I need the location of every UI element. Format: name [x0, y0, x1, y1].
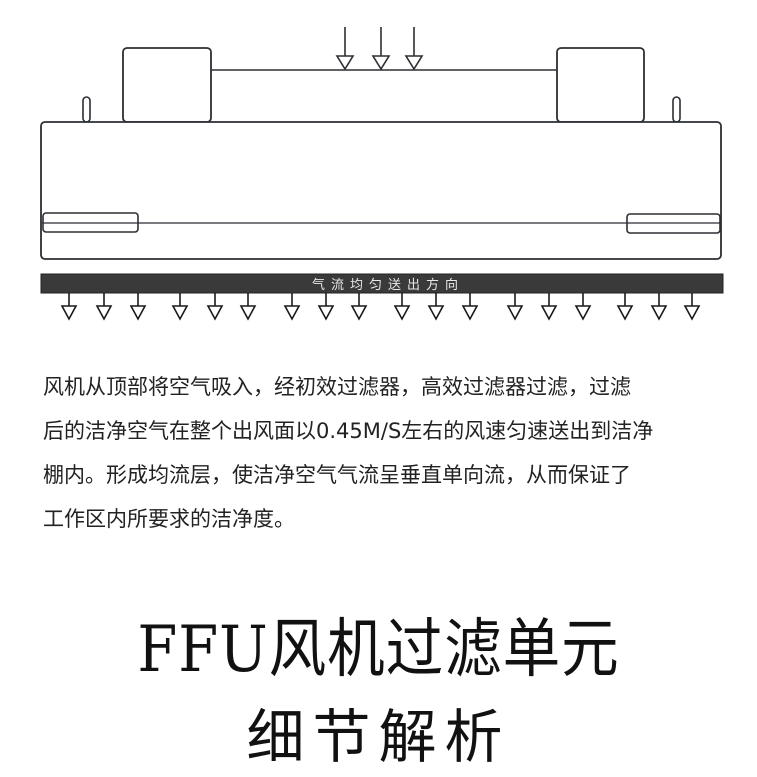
down-arrow-icon — [335, 27, 355, 71]
down-arrow-icon — [317, 293, 335, 321]
page-subtitle: 细节解析 — [246, 703, 511, 771]
right-handle-slot — [626, 213, 721, 234]
down-arrow-icon — [350, 293, 368, 321]
down-arrow-icon — [206, 293, 224, 321]
description-line-4: 工作区内所要求的洁净度。 — [43, 507, 295, 531]
right-fan-housing — [556, 47, 645, 123]
down-arrow-icon — [95, 293, 113, 321]
inlet-arrows — [335, 27, 424, 71]
left-fan-housing — [122, 47, 212, 123]
ffu-airflow-diagram: 气流均匀送出方向 — [40, 27, 724, 321]
unit-body — [40, 121, 722, 260]
down-arrow-icon — [683, 293, 701, 321]
down-arrow-icon — [427, 293, 445, 321]
down-arrow-icon — [506, 293, 524, 321]
down-arrow-icon — [129, 293, 147, 321]
right-peg — [672, 96, 681, 123]
down-arrow-icon — [616, 293, 634, 321]
description-line-1: 风机从顶部将空气吸入，经初效过滤器，高效过滤器过滤，过滤 — [43, 375, 631, 399]
airflow-bar-label: 气流均匀送出方向 — [312, 277, 464, 293]
down-arrow-icon — [239, 293, 257, 321]
down-arrow-icon — [60, 293, 78, 321]
down-arrow-icon — [371, 27, 391, 71]
down-arrow-icon — [540, 293, 558, 321]
down-arrow-icon — [461, 293, 479, 321]
down-arrow-icon — [404, 27, 424, 71]
down-arrow-icon — [171, 293, 189, 321]
left-handle-slot — [42, 212, 139, 233]
down-arrow-icon — [393, 293, 411, 321]
outlet-arrows — [60, 293, 701, 321]
left-peg — [82, 96, 91, 123]
description-paragraph: 风机从顶部将空气吸入，经初效过滤器，高效过滤器过滤，过滤 后的洁净空气在整个出风… — [43, 365, 723, 541]
description-line-3: 棚内。形成均流层，使洁净空气气流呈垂直单向流，从而保证了 — [43, 463, 631, 487]
airflow-direction-bar — [40, 273, 724, 294]
down-arrow-icon — [650, 293, 668, 321]
down-arrow-icon — [283, 293, 301, 321]
down-arrow-icon — [574, 293, 592, 321]
page-title: FFU风机过滤单元 — [137, 613, 620, 687]
description-line-2: 后的洁净空气在整个出风面以0.45M/S左右的风速匀速送出到洁净 — [43, 419, 654, 443]
